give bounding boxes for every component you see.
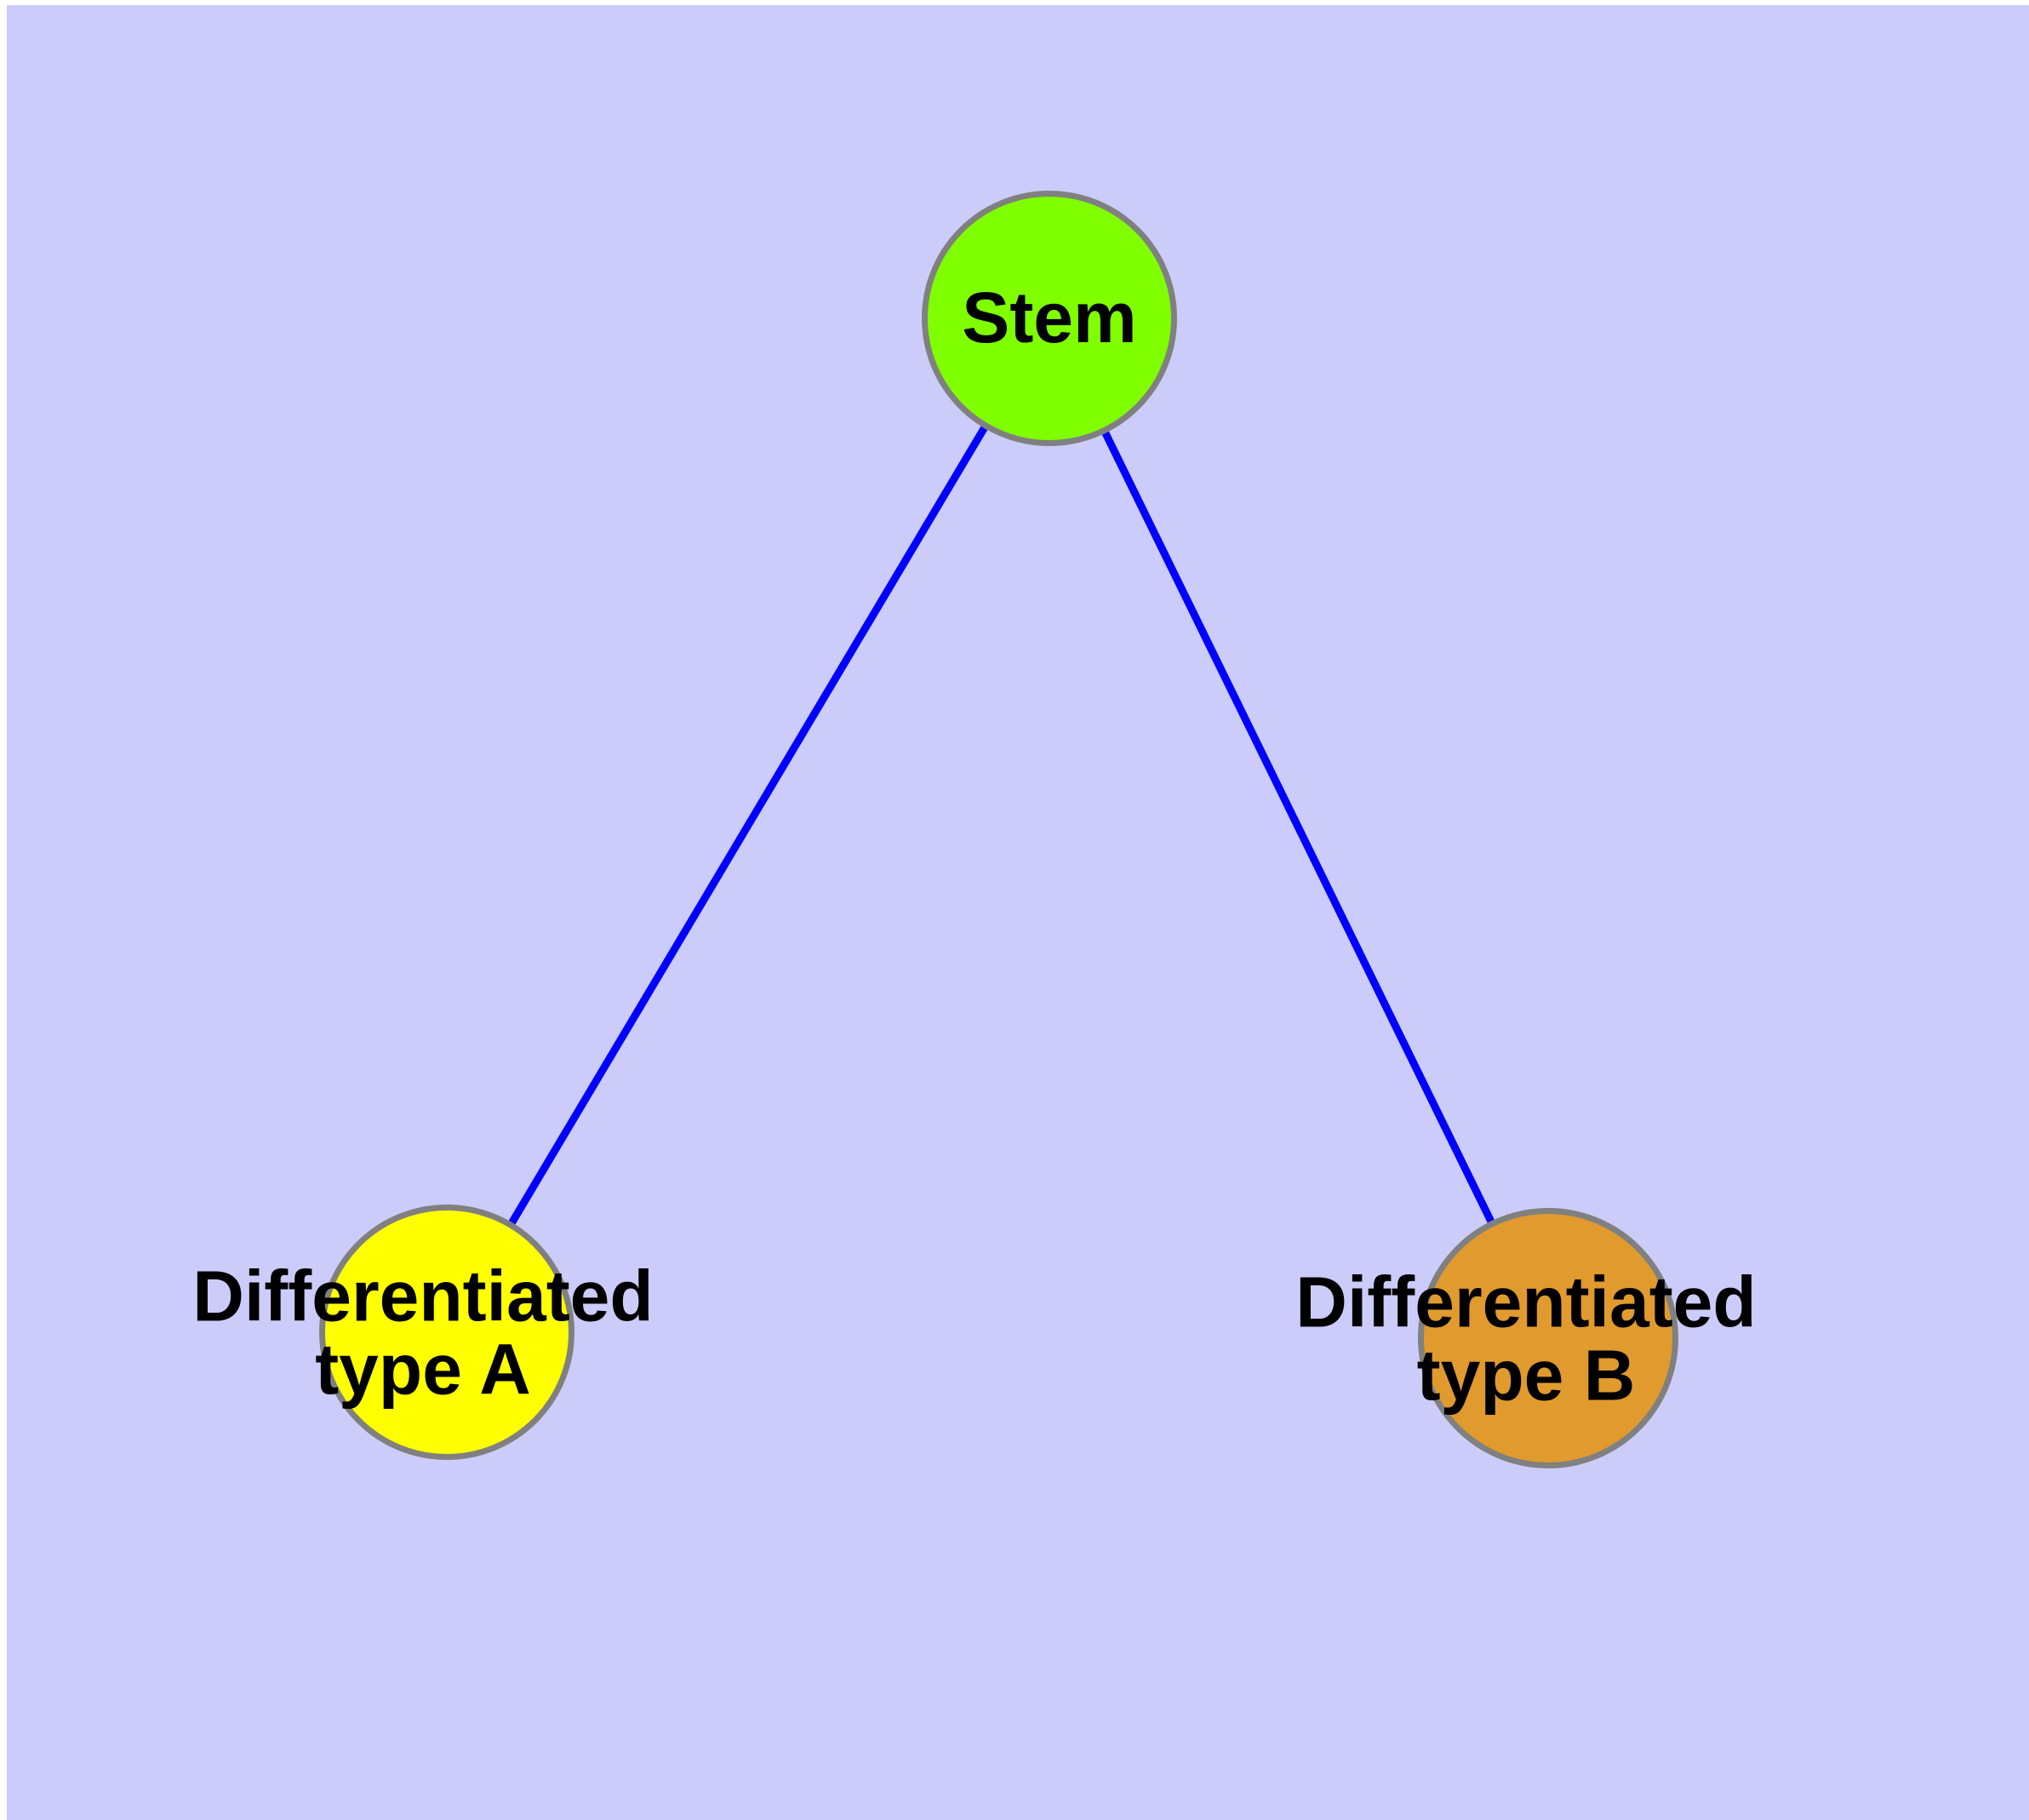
node-stem[interactable] (922, 191, 1177, 446)
node-differentiated-type-b[interactable] (1418, 1208, 1678, 1468)
edge-layer (508, 426, 1495, 1225)
edge-stem-to-differentiated-type-b[interactable] (1101, 431, 1495, 1223)
edge-stem-to-differentiated-type-a[interactable] (508, 426, 988, 1225)
node-differentiated-type-a[interactable] (319, 1205, 574, 1460)
node-layer (319, 191, 1678, 1468)
